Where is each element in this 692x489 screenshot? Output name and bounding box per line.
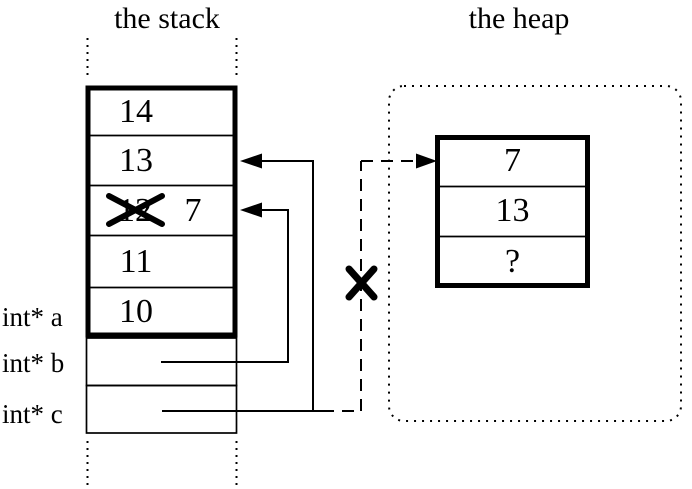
pointer-c-arrow — [162, 153, 322, 412]
heap-cell-value-2: ? — [504, 243, 521, 280]
pointer-label-c: int* c — [2, 399, 63, 429]
broken-link-cross-icon — [345, 265, 378, 301]
heap-region-outline — [388, 85, 682, 422]
pointer-b-arrow — [161, 202, 289, 363]
dangling-heap-arrow — [322, 160, 416, 412]
stack-cell-value-2-new: 7 — [184, 192, 202, 229]
stack-cell-value-2-old: 12 — [118, 192, 152, 229]
crossed-out-value-icon — [106, 193, 165, 227]
heap-cell-value-1: 13 — [495, 192, 530, 229]
stack-dotted-guides — [86, 38, 238, 489]
heap-box — [435, 135, 590, 288]
heap-cell-value-0: 7 — [504, 142, 521, 179]
stack-cell-value-0: 14 — [119, 93, 153, 130]
dangling-arrowhead-icon — [416, 153, 437, 169]
heap-title: the heap — [468, 2, 570, 35]
pointer-variable-cells — [85, 337, 238, 434]
stack-cell-value-3: 11 — [119, 243, 153, 280]
stack-row-dividers — [90, 134, 235, 289]
stack-frame-box — [85, 85, 238, 338]
pointer-label-b: int* b — [2, 348, 65, 378]
stack-cell-value-4: 10 — [119, 293, 153, 330]
pointer-label-a: int* a — [2, 302, 63, 332]
stack-title: the stack — [114, 2, 220, 35]
stack-cell-value-1: 13 — [119, 142, 153, 179]
heap-row-dividers — [440, 185, 585, 238]
